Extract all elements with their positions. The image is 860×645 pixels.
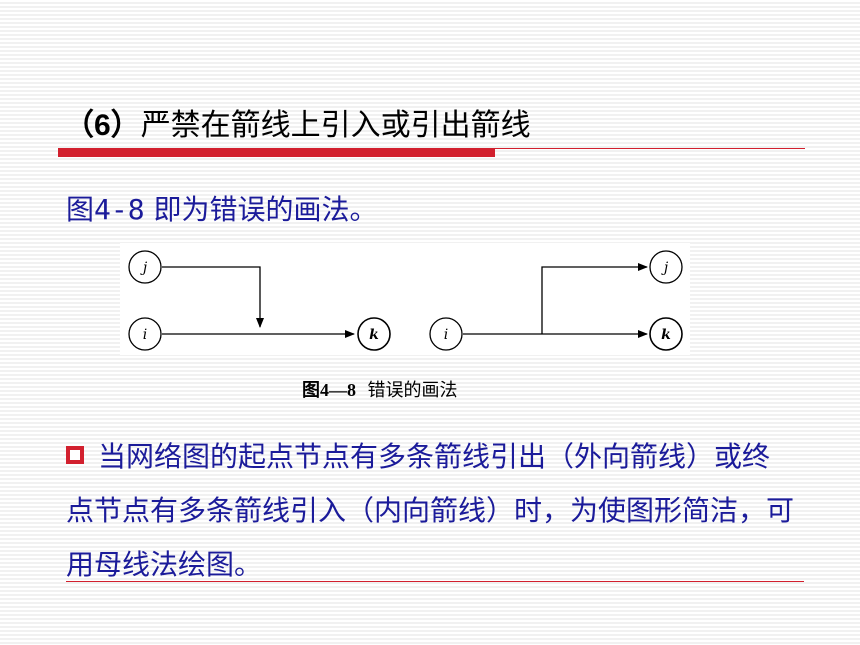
slide-title-number: （6） (64, 109, 141, 142)
body-paragraph: 当网络图的起点节点有多条箭线引出（外向箭线）或终点节点有多条箭线引入（内向箭线）… (66, 430, 796, 592)
edge-branch-to-j (541, 263, 648, 334)
figure-reference-label: 图4-8 (66, 193, 145, 226)
hollow-square-bullet-icon (66, 446, 84, 464)
edge-j-into-arrow (162, 266, 264, 328)
node-j (128, 250, 162, 284)
title-underline-thick (58, 148, 495, 157)
node-j-right (649, 250, 683, 284)
node-k (357, 317, 391, 351)
left-diagram: j i k (128, 250, 391, 351)
figure-reference-text: 即为错误的画法。 (144, 193, 378, 226)
figure-caption-label: 图4—8 (302, 380, 356, 400)
title-underline-thin (495, 148, 805, 149)
slide-title-text: 严禁在箭线上引入或引出箭线 (140, 108, 531, 143)
node-k-label: k (369, 327, 379, 343)
node-i-label: i (143, 327, 147, 343)
bottom-divider (66, 581, 804, 582)
slide-title: （6）严禁在箭线上引入或引出箭线 (64, 100, 531, 144)
figure-caption: 图4—8 错误的画法 (302, 376, 457, 402)
figure-caption-text: 错误的画法 (367, 380, 458, 401)
figure-reference: 图4-8 即为错误的画法。 (66, 188, 377, 228)
node-i-right (429, 317, 463, 351)
node-j-right-label: j (661, 260, 669, 276)
node-i (128, 317, 162, 351)
node-k-right-label: k (661, 327, 671, 343)
node-i-right-label: i (444, 327, 448, 343)
network-diagram-figure: j i k i j k (120, 243, 690, 355)
network-diagram: j i k i j k (128, 250, 683, 351)
node-j-label: j (140, 260, 148, 276)
node-k-right (649, 317, 683, 351)
right-diagram: i j k (429, 250, 683, 351)
body-paragraph-text: 当网络图的起点节点有多条箭线引出（外向箭线）或终点节点有多条箭线引入（内向箭线）… (66, 440, 795, 581)
